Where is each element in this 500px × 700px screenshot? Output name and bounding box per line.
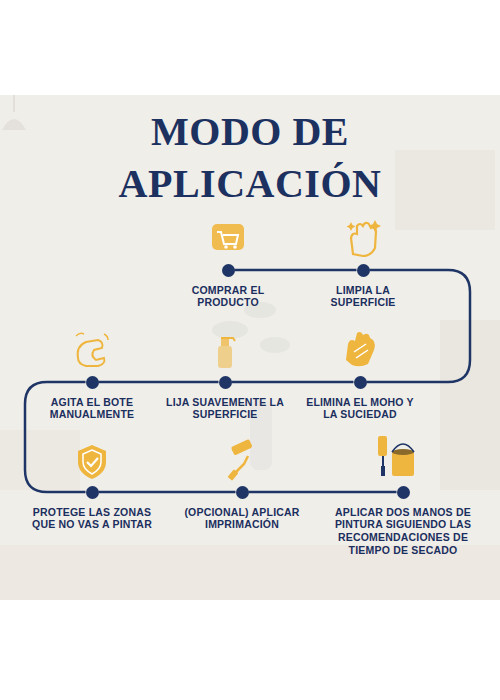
plant <box>212 302 290 470</box>
step-dot: LIJA SUAVEMENTE LA SUPERFICIE <box>219 376 232 389</box>
step-label: LIMPIA LA SUPERFICIE <box>313 284 413 310</box>
cart-icon <box>212 224 244 250</box>
flow-line <box>99 491 236 494</box>
step-text-group: COMPRAR EL PRODUCTO <box>178 284 278 310</box>
shield-icon <box>78 445 106 479</box>
step-label: (OPCIONAL) APLICAR IMPRIMACIÓN <box>173 506 311 532</box>
title-area: MODO DE APLICACIÓN <box>0 106 500 210</box>
flow-line <box>235 269 357 272</box>
paint-can-icon <box>378 436 414 476</box>
step-text-group: AGITA EL BOTE MANUALMENTE <box>42 396 142 422</box>
flow-line <box>232 381 354 384</box>
step-dot: COMPRAR EL PRODUCTO <box>222 264 235 277</box>
step-label: COMPRAR EL PRODUCTO <box>178 284 278 310</box>
step-label: LIJA SUAVEMENTE LA SUPERFICIE <box>166 396 284 422</box>
spray-bottle-icon <box>218 338 235 368</box>
step-text-group: PROTEGE LAS ZONAS QUE NO VAS A PINTAR <box>22 506 162 532</box>
flow-line <box>99 381 219 384</box>
step-dot: ELIMINA EL MOHO Y LA SUCIEDAD <box>354 376 367 389</box>
step-text-group: (OPCIONAL) APLICAR IMPRIMACIÓN <box>173 506 311 532</box>
step-text-group: ELIMINA EL MOHO Y LA SUCIEDAD <box>303 396 418 422</box>
step-dot: PROTEGE LAS ZONAS QUE NO VAS A PINTAR <box>86 486 99 499</box>
scrub-hand-icon <box>346 332 375 366</box>
step-label: PROTEGE LAS ZONAS QUE NO VAS A PINTAR <box>22 506 162 532</box>
step-dot: AGITA EL BOTE MANUALMENTE <box>86 376 99 389</box>
step-label: APLICAR DOS MANOS DE PINTURA SIGUIENDO L… <box>317 506 489 557</box>
photo-haze <box>0 95 500 600</box>
step-dot: APLICAR DOS MANOS DE PINTURA SIGUIENDO L… <box>397 486 410 499</box>
cabinets <box>0 150 500 600</box>
roller-icon <box>227 439 252 481</box>
step-text-group: APLICAR DOS MANOS DE PINTURA SIGUIENDO L… <box>317 506 489 557</box>
wipe-hand-icon <box>347 220 382 256</box>
flow-line <box>249 491 397 494</box>
step-dot: (OPCIONAL) APLICAR IMPRIMACIÓN <box>236 486 249 499</box>
step-label: ELIMINA EL MOHO Y LA SUCIEDAD <box>303 396 418 422</box>
shaking-hands-icon <box>76 333 108 366</box>
step-text-group: LIMPIA LA SUPERFICIE <box>313 284 413 310</box>
pendant-lamp <box>2 95 26 130</box>
diagram-title: MODO DE APLICACIÓN <box>80 106 420 210</box>
step-dot: LIMPIA LA SUPERFICIE <box>357 264 370 277</box>
step-label: AGITA EL BOTE MANUALMENTE <box>42 396 142 422</box>
step-text-group: LIJA SUAVEMENTE LA SUPERFICIE <box>166 396 284 422</box>
photo-ground <box>0 95 500 600</box>
